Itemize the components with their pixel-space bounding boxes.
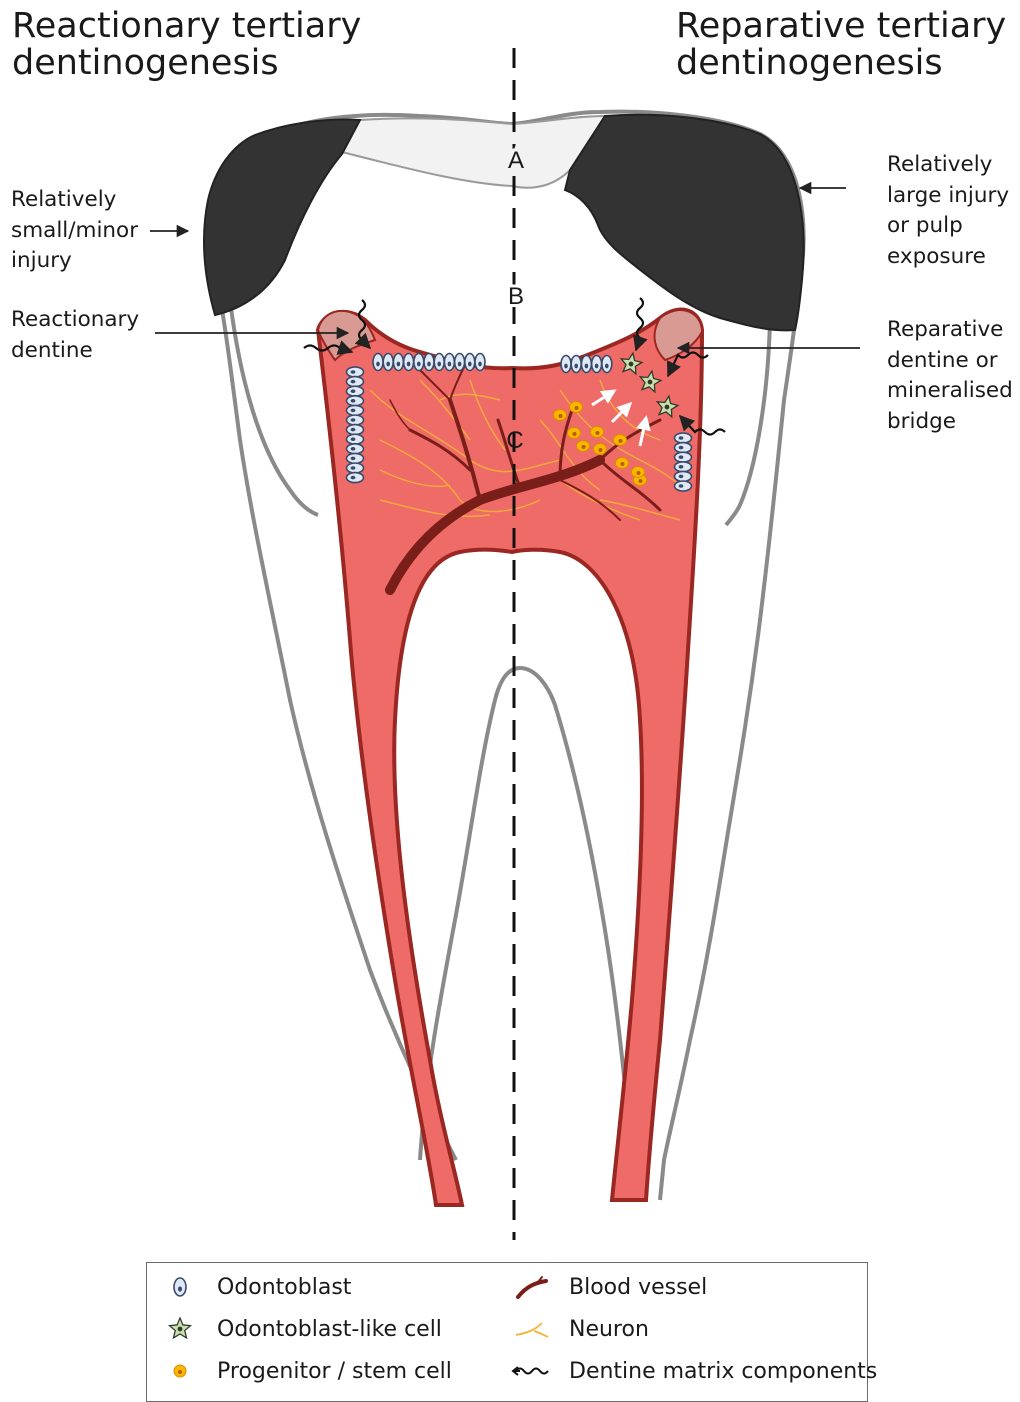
legend-progenitor: Progenitor / stem cell: [155, 1355, 452, 1387]
odontoblast-cell: [383, 354, 393, 371]
progenitor-cell: [568, 428, 581, 439]
blood-vessel-icon: [507, 1271, 557, 1303]
odontoblast-cell: [455, 354, 465, 371]
legend-odontoblast-like: Odontoblast-like cell: [155, 1313, 442, 1345]
legend-blood-vessel: Blood vessel: [507, 1271, 707, 1303]
odontoblast-cell: [434, 354, 444, 371]
legend-odontoblast-label: Odontoblast: [217, 1275, 351, 1300]
odontoblast-cell: [675, 462, 692, 472]
odontoblast-cell: [475, 354, 485, 371]
progenitor-cell: [554, 410, 567, 421]
odontoblast-cell: [347, 425, 364, 435]
odontoblast-cell: [414, 354, 424, 371]
legend-progenitor-label: Progenitor / stem cell: [217, 1359, 452, 1384]
progenitor-cell: [594, 444, 607, 455]
odontoblast-cell: [347, 415, 364, 425]
odontoblast-cell: [347, 434, 364, 444]
zone-label-a: A: [508, 147, 524, 174]
odontoblast-cell: [675, 443, 692, 453]
odontoblast-icon: [155, 1271, 205, 1303]
progenitor-icon: [155, 1355, 205, 1387]
progenitor-cell: [632, 467, 645, 478]
legend-odontoblast: Odontoblast: [155, 1271, 351, 1303]
legend-matrix: Dentine matrix components: [507, 1355, 877, 1387]
odontoblast-cell: [675, 452, 692, 462]
progenitor-cell: [570, 402, 583, 413]
progenitor-cell: [591, 427, 604, 438]
odontoblast-cell: [373, 354, 383, 371]
odontoblast-cell: [602, 356, 612, 373]
tooth-diagram: A B C: [0, 0, 1020, 1262]
odontoblast-cell: [347, 463, 364, 473]
progenitor-cell: [614, 435, 627, 446]
odontoblast-cell: [347, 473, 364, 483]
odontoblast-cell: [347, 367, 364, 377]
legend-odontoblast-like-label: Odontoblast-like cell: [217, 1317, 442, 1342]
legend-neuron: Neuron: [507, 1313, 649, 1345]
odontoblast-cell: [347, 405, 364, 415]
odontoblast-cell: [571, 356, 581, 373]
odontoblast-cell: [592, 356, 602, 373]
odontoblast-cell: [561, 356, 571, 373]
odontoblast-cell: [347, 386, 364, 396]
odontoblast-cell: [465, 354, 475, 371]
legend-blood-vessel-label: Blood vessel: [569, 1275, 707, 1300]
progenitor-cell: [577, 441, 590, 452]
odontoblast-cell: [404, 354, 414, 371]
legend-matrix-label: Dentine matrix components: [569, 1359, 877, 1384]
odontoblast-cell: [347, 377, 364, 387]
odontoblast-cell: [347, 396, 364, 406]
odontoblast-cell: [444, 354, 454, 371]
odontoblast-cell: [393, 354, 403, 371]
odontoblast-cell: [675, 433, 692, 443]
odontoblast-cell: [675, 471, 692, 481]
zone-label-b: B: [508, 283, 524, 310]
odontoblast-cell: [347, 444, 364, 454]
legend: Odontoblast Odontoblast-like cell Progen…: [146, 1262, 868, 1402]
odontoblast-cell: [424, 354, 434, 371]
odontoblast-cell: [347, 453, 364, 463]
zone-label-c: C: [506, 427, 523, 454]
progenitor-cell: [616, 458, 629, 469]
neuron-icon: [507, 1313, 557, 1345]
odontoblast-cell: [675, 481, 692, 491]
legend-neuron-label: Neuron: [569, 1317, 649, 1342]
wavy-arrow-icon: [507, 1355, 557, 1387]
odontoblast-like-icon: [155, 1313, 205, 1345]
odontoblast-cell: [581, 356, 591, 373]
